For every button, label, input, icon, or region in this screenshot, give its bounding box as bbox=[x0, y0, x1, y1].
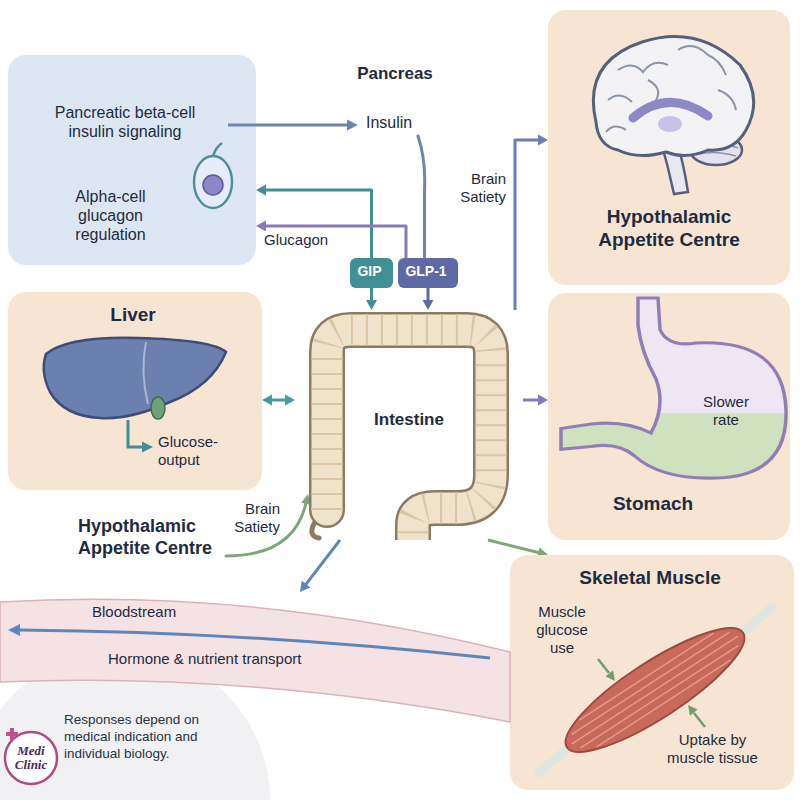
stomach-contents bbox=[556, 413, 800, 503]
edge-label: Brain Satiety bbox=[450, 170, 508, 206]
arrow-head bbox=[8, 624, 20, 636]
brain-gyri bbox=[606, 46, 736, 132]
stomach-panel: Slower rateStomach bbox=[548, 293, 790, 540]
organ-label: Intestine bbox=[329, 410, 489, 430]
cerebrum bbox=[593, 37, 753, 156]
fibre-line bbox=[572, 636, 738, 744]
band-text: Hormone & nutrient transport bbox=[108, 650, 348, 668]
connector bbox=[256, 185, 372, 259]
connector bbox=[523, 395, 548, 406]
leader-arrow bbox=[598, 659, 609, 673]
stomach-group bbox=[556, 298, 800, 503]
arrow-head bbox=[606, 670, 615, 681]
arrow-head bbox=[538, 135, 548, 146]
blood-vessel bbox=[0, 599, 510, 722]
connector-line bbox=[305, 540, 340, 586]
liver-panel: LiverGlucose-output bbox=[8, 292, 262, 490]
panel-text: Glucose-output bbox=[158, 433, 246, 469]
arrow-head bbox=[256, 185, 266, 196]
logo-text: Medi Clinic bbox=[8, 744, 54, 771]
panel-title: Stomach bbox=[588, 493, 718, 516]
colon-outline bbox=[327, 330, 491, 540]
connector-line bbox=[270, 399, 287, 402]
connector-line bbox=[523, 399, 540, 402]
panel-text: Alpha-cell glucagon regulation bbox=[53, 187, 168, 245]
connector bbox=[256, 221, 406, 259]
panel-text: Pancreatic beta-cell insulin signaling bbox=[30, 103, 220, 141]
alpha-cell bbox=[194, 156, 232, 208]
brain-panel: Hypothalamic Appetite Centre bbox=[548, 10, 790, 285]
edge-label: Glucagon bbox=[262, 231, 336, 249]
panel-text: Muscle glucose use bbox=[524, 603, 600, 657]
pathway-label: Brain Satiety bbox=[226, 500, 280, 536]
fibre-line bbox=[579, 633, 713, 720]
arrow-head bbox=[688, 705, 698, 716]
gallbladder bbox=[151, 397, 165, 419]
panel-title: Hypothalamic Appetite Centre bbox=[584, 206, 754, 252]
stomach-outline bbox=[561, 298, 786, 478]
leader-arrow bbox=[694, 713, 705, 727]
connector-line bbox=[488, 540, 540, 553]
panel-title: Skeletal Muscle bbox=[510, 567, 790, 590]
intestine-organ: Intestine bbox=[295, 310, 523, 540]
bloodstream-band: BloodstreamHormone & nutrient transport bbox=[0, 592, 510, 727]
hormone-label: Insulin bbox=[366, 113, 436, 132]
tendon bbox=[538, 745, 572, 773]
section-heading: Pancreas bbox=[340, 64, 450, 84]
arrow-head bbox=[300, 581, 310, 592]
colon-haustra bbox=[327, 330, 491, 540]
arrow-head bbox=[262, 395, 272, 406]
connector bbox=[423, 288, 434, 310]
connector bbox=[262, 395, 295, 406]
connector-line bbox=[427, 288, 430, 302]
arrow-head bbox=[347, 120, 358, 131]
colon-fill bbox=[327, 330, 491, 540]
output-arrow bbox=[128, 420, 144, 447]
hormone-badge: GIP bbox=[350, 258, 393, 288]
connector bbox=[366, 288, 377, 310]
hypothalamus bbox=[658, 116, 682, 132]
arrow-head bbox=[423, 300, 434, 310]
appendix bbox=[312, 522, 319, 538]
muscle-panel: Skeletal MuscleMuscle glucose useUptake … bbox=[510, 555, 794, 790]
insulin-line bbox=[418, 136, 425, 257]
fibre-line bbox=[572, 632, 730, 734]
connector-line bbox=[515, 140, 540, 310]
cell-stalk bbox=[213, 143, 222, 156]
arrow-head bbox=[285, 395, 295, 406]
panel-text: Uptake by muscle tissue bbox=[655, 731, 770, 767]
corpus-callosum bbox=[633, 102, 708, 118]
region-label: Hypothalamic Appetite Centre bbox=[78, 516, 228, 559]
arrow-head bbox=[256, 221, 266, 232]
connector bbox=[515, 135, 548, 311]
organ-note: Slower rate bbox=[694, 393, 758, 429]
badge-label: GIP bbox=[350, 258, 389, 284]
arrow-head bbox=[366, 300, 377, 310]
connector-line bbox=[370, 288, 373, 302]
connector bbox=[300, 540, 340, 592]
arrow-head bbox=[538, 395, 548, 406]
hormone-badge: GLP-1 bbox=[398, 258, 458, 288]
panel-title: Liver bbox=[8, 304, 258, 327]
footnote: Responses depend on medical indication a… bbox=[64, 712, 236, 763]
pancreas-panel: Pancreatic beta-cell insulin signalingAl… bbox=[8, 55, 256, 265]
liver-shape bbox=[44, 338, 226, 418]
logo-cross bbox=[6, 728, 18, 740]
arrow-head bbox=[142, 442, 153, 453]
cell-nucleus bbox=[203, 175, 223, 195]
band-title: Bloodstream bbox=[92, 603, 202, 621]
insulin-arrow bbox=[228, 124, 348, 127]
badge-label: GLP-1 bbox=[398, 258, 454, 284]
liver-ligament bbox=[143, 342, 148, 404]
